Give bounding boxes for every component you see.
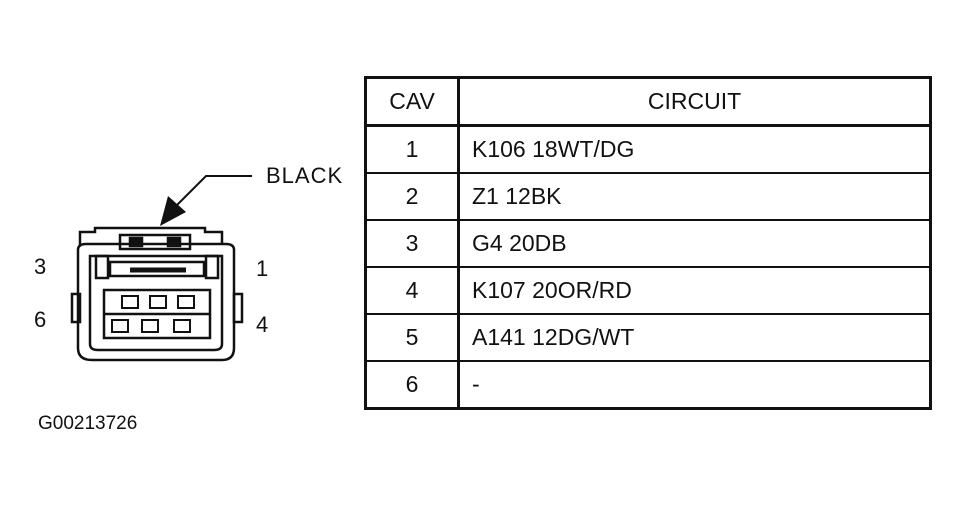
table-row: 6 - xyxy=(364,360,932,410)
cavity-6 xyxy=(111,319,129,333)
table-row: 2 Z1 12BK xyxy=(364,172,932,221)
table-row: 4 K107 20OR/RD xyxy=(364,266,932,315)
circuit-cell: K106 18WT/DG xyxy=(457,124,932,174)
cavity-2 xyxy=(149,295,167,309)
circuit-cell: - xyxy=(457,360,932,410)
cavity-1 xyxy=(177,295,195,309)
table-header-row: CAV CIRCUIT xyxy=(364,76,932,127)
figure-id: G00213726 xyxy=(38,413,138,434)
table-row: 1 K106 18WT/DG xyxy=(364,124,932,174)
black-label-leader xyxy=(175,175,252,207)
cavity-5 xyxy=(141,319,159,333)
leader-arrowhead xyxy=(160,196,186,226)
cavity-grid xyxy=(111,295,195,333)
cav-cell: 2 xyxy=(364,172,460,221)
table-row: 3 G4 20DB xyxy=(364,219,932,268)
connector-drawing xyxy=(70,175,252,362)
table-row: 5 A141 12DG/WT xyxy=(364,313,932,362)
header-circuit: CIRCUIT xyxy=(457,76,932,127)
cav-cell: 3 xyxy=(364,219,460,268)
pin-label-top-left: 3 xyxy=(34,254,47,279)
circuit-cell: A141 12DG/WT xyxy=(457,313,932,362)
circuit-cell: G4 20DB xyxy=(457,219,932,268)
header-cav: CAV xyxy=(364,76,460,127)
cav-cell: 6 xyxy=(364,360,460,410)
pinout-table: CAV CIRCUIT 1 K106 18WT/DG 2 Z1 12BK 3 G… xyxy=(364,76,932,410)
cavity-4 xyxy=(173,319,191,333)
cav-cell: 4 xyxy=(364,266,460,315)
circuit-cell: K107 20OR/RD xyxy=(457,266,932,315)
pin-label-bottom-left: 6 xyxy=(34,307,47,332)
pin-label-bottom-right: 4 xyxy=(256,312,269,337)
cavity-3 xyxy=(121,295,139,309)
cav-cell: 5 xyxy=(364,313,460,362)
pin-label-top-right: 1 xyxy=(256,256,269,281)
connector-color-label: BLACK xyxy=(266,163,344,188)
connector-body xyxy=(70,226,244,362)
cav-cell: 1 xyxy=(364,124,460,174)
circuit-cell: Z1 12BK xyxy=(457,172,932,221)
